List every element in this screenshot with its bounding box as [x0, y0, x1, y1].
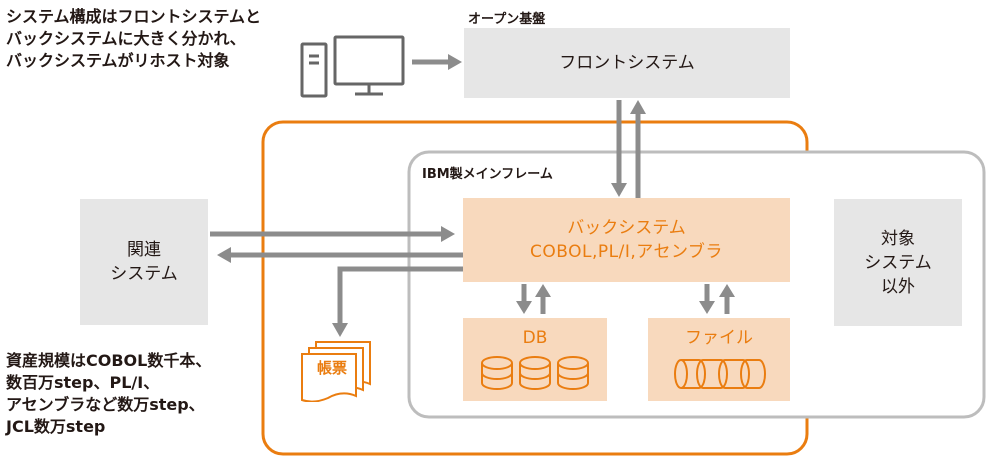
related-system-label-2: システム	[110, 264, 178, 284]
db-label: DB	[522, 328, 548, 348]
file-label: ファイル	[685, 328, 753, 348]
report-document-icon	[301, 341, 371, 402]
arrow-computer-to-front	[412, 54, 462, 70]
database-cylinder-icon	[481, 356, 589, 390]
arrow-back-to-report	[332, 266, 463, 337]
top-note: システム構成はフロントシステムと バックシステムに大きく分かれ、 バックシステム…	[6, 6, 261, 72]
file-box: ファイル	[648, 318, 790, 401]
out-of-scope-label-1: 対象	[881, 228, 915, 249]
back-system-label: バックシステム	[567, 218, 686, 238]
front-system-label: フロントシステム	[559, 53, 695, 73]
report-label: 帳票	[317, 359, 348, 377]
out-of-scope-label-2: システム	[864, 252, 932, 273]
bottom-note: 資産規模はCOBOL数千本、 数百万step、PL/I、 アセンブラなど数万st…	[6, 350, 211, 438]
out-of-scope-label-3: 以外	[881, 276, 915, 297]
bottom-note-line: 数百万step、PL/I、	[6, 373, 160, 392]
arrow-back-to-front	[630, 100, 646, 198]
top-note-line: バックシステムに大きく分かれ、	[6, 29, 246, 48]
desktop-computer-icon	[300, 35, 405, 98]
arrow-back-to-db	[516, 284, 532, 314]
related-system-label-1: 関連	[127, 240, 161, 260]
mainframe-label: IBM製メインフレーム	[422, 167, 553, 182]
bottom-note-line: 資産規模はCOBOL数千本、	[6, 351, 212, 370]
arrow-front-to-back	[611, 100, 627, 197]
out-of-scope-box: 対象 システム 以外	[834, 199, 962, 326]
arrow-file-to-back	[719, 284, 735, 314]
open-platform-label: オープン基盤	[468, 12, 546, 27]
bottom-note-line: アセンブラなど数万step、	[6, 395, 205, 414]
related-system-box: 関連 システム	[80, 199, 208, 325]
bottom-note-line: JCL数万step	[6, 417, 106, 436]
file-reel-icon	[674, 359, 766, 389]
back-system-box: バックシステム COBOL,PL/I,アセンブラ	[463, 198, 790, 282]
back-system-languages: COBOL,PL/I,アセンブラ	[530, 242, 723, 262]
top-note-line: バックシステムがリホスト対象	[6, 51, 230, 70]
arrow-back-to-file	[699, 284, 715, 314]
top-note-line: システム構成はフロントシステムと	[6, 7, 262, 26]
db-box: DB	[463, 318, 607, 401]
arrow-back-to-related	[217, 247, 463, 263]
arrow-db-to-back	[535, 284, 551, 314]
front-system-box: フロントシステム	[464, 28, 790, 98]
arrow-related-to-back	[210, 226, 455, 242]
